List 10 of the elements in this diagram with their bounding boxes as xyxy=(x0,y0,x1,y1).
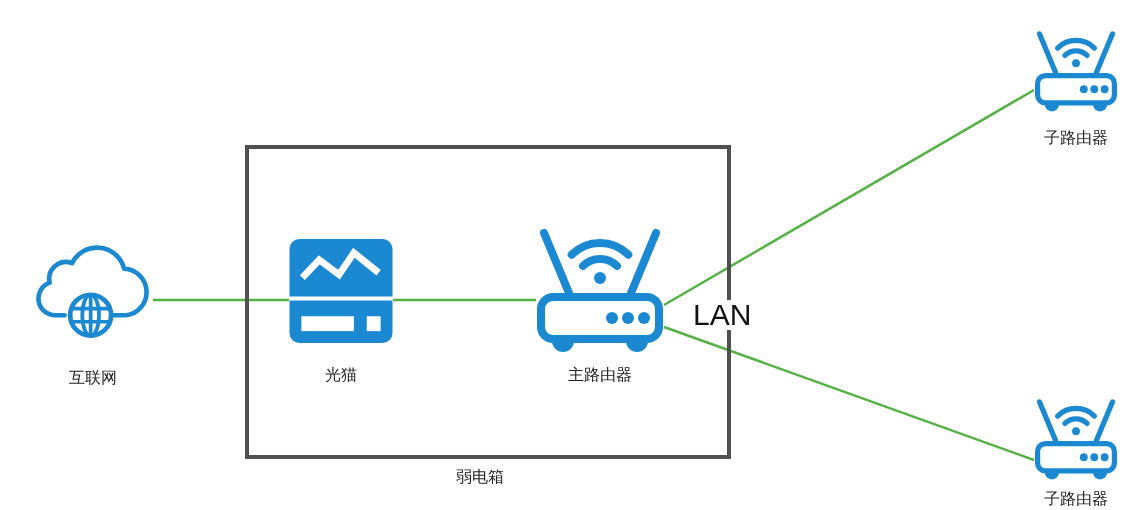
connector-line xyxy=(393,298,536,302)
node-label: 光猫 xyxy=(325,365,357,385)
connector-line xyxy=(663,88,1035,307)
connector-line xyxy=(663,325,1035,462)
node-label: 子路由器 xyxy=(1044,489,1108,509)
connector-line xyxy=(153,298,289,302)
node-label: 主路由器 xyxy=(568,365,632,385)
node-label: 互联网 xyxy=(68,368,117,388)
node-label: 弱电箱 xyxy=(456,467,504,487)
node-label: 子路由器 xyxy=(1044,128,1108,148)
